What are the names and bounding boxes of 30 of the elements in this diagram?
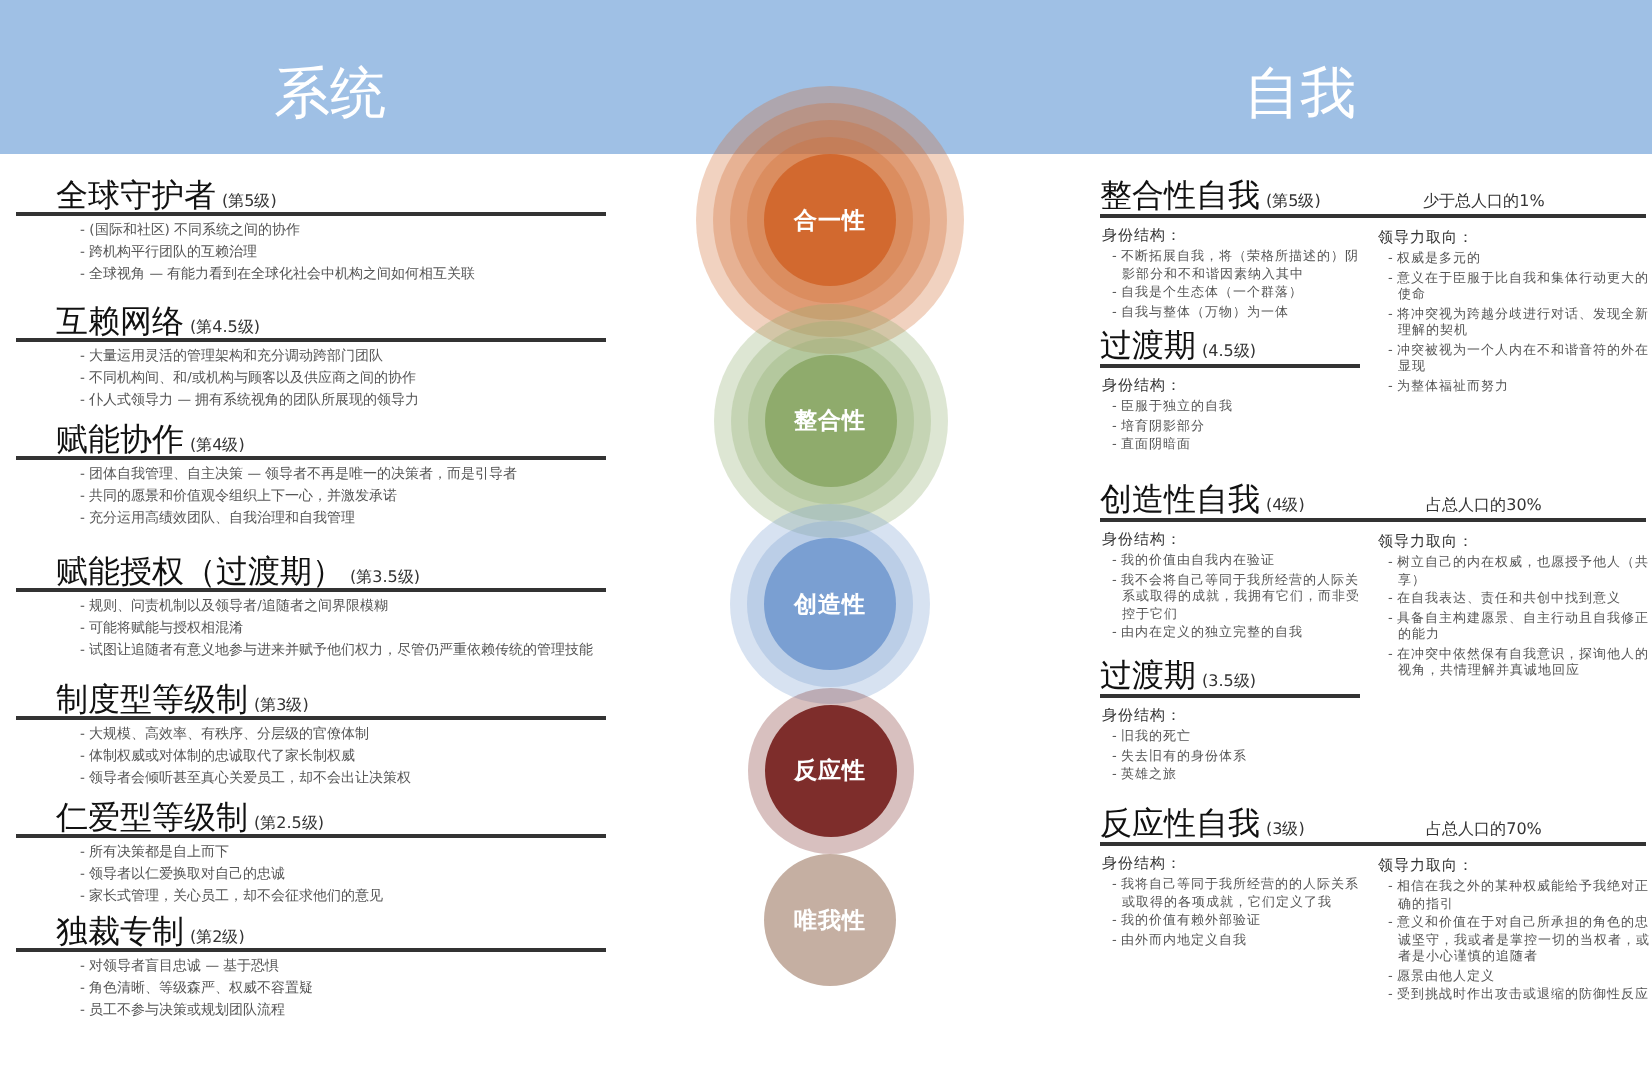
level-note: (第2级) [190, 930, 245, 946]
level-circle: 唯我性 [764, 854, 896, 986]
section-heading: 反应性自我 [1100, 808, 1260, 840]
section-heading: 制度型等级制 [56, 684, 248, 716]
population-note: 占总人口的70% [1426, 818, 1542, 840]
level-note: (第3.5级) [350, 570, 420, 586]
level-note: (第5级) [222, 194, 277, 210]
level-note: (3级) [1266, 822, 1305, 838]
section-heading: 过渡期 [1100, 330, 1196, 362]
section-heading: 互赖网络 [56, 306, 184, 338]
level-note: (3.5级) [1202, 674, 1256, 690]
level-note: (第3级) [254, 698, 309, 714]
level-note: (第4.5级) [190, 320, 260, 336]
section-title: 系统 [274, 58, 386, 130]
section-heading: 赋能协作 [56, 424, 184, 456]
section-title: 自我 [1244, 58, 1356, 130]
section-heading: 赋能授权（过渡期） [56, 556, 344, 588]
level-note: (4.5级) [1202, 344, 1256, 360]
section-heading: 独裁专制 [56, 916, 184, 948]
level-note: (4级) [1266, 498, 1305, 514]
section-heading: 仁爱型等级制 [56, 802, 248, 834]
population-note: 少于总人口的1% [1423, 190, 1545, 212]
level-note: (第4级) [190, 438, 245, 454]
level-note: (第5级) [1266, 194, 1321, 210]
level-note: (第2.5级) [254, 816, 324, 832]
level-circle: 反应性 [747, 687, 913, 853]
section-heading: 创造性自我 [1100, 484, 1260, 516]
section-heading: 过渡期 [1100, 660, 1196, 692]
population-note: 占总人口的30% [1426, 494, 1542, 516]
header-band [0, 0, 1652, 154]
